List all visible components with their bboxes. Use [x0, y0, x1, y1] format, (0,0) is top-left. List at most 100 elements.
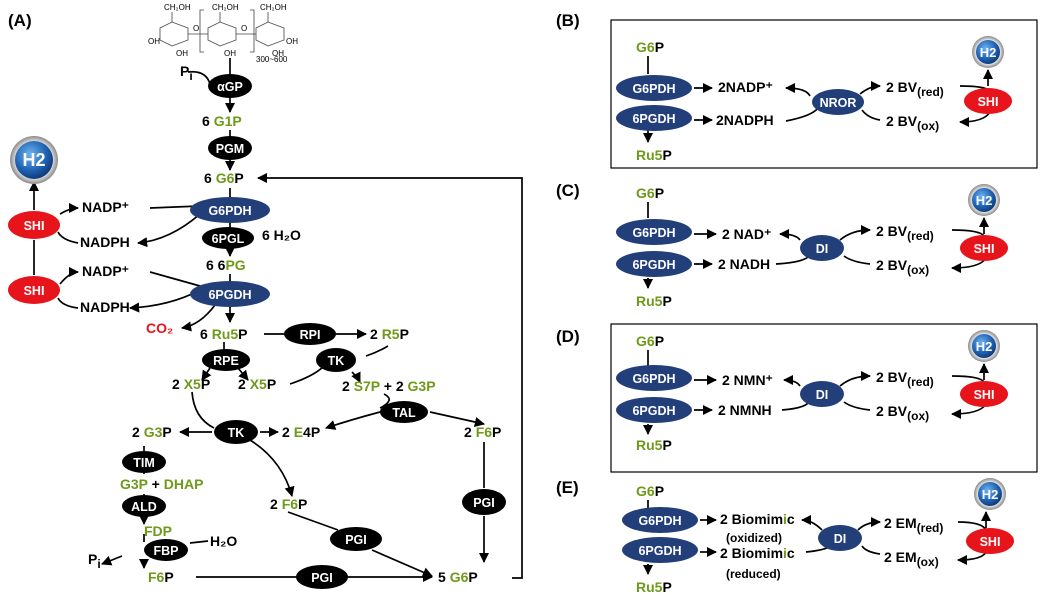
e-hydrogen-icon: H2: [974, 478, 1006, 510]
starch-label: OH: [176, 49, 188, 58]
b-ru5p-label: Ru5P: [636, 147, 672, 163]
arrow: [57, 231, 79, 244]
g3p-dhap-label: G3P + DHAP: [120, 476, 203, 492]
starch-label: CH₂OH: [164, 3, 191, 12]
c-cofactor-red: 2 NADH: [718, 256, 770, 272]
starch-label: O: [241, 24, 247, 33]
panel-label-b: (B): [556, 11, 580, 30]
s7p-g3p-label: 2 S7P + 2 G3P: [342, 378, 436, 394]
nadph-label-2: NADPH: [80, 299, 130, 315]
d-ru5p-label: Ru5P: [636, 437, 672, 453]
c-enzyme-6pgdh: 6PGDH: [616, 251, 692, 277]
starch-label: OH: [224, 49, 236, 58]
svg-text:PGI: PGI: [345, 533, 367, 547]
enzyme-pgi-bottom: PGI: [296, 565, 348, 589]
svg-text:FBP: FBP: [154, 544, 179, 558]
c-ru5p-label: Ru5P: [636, 293, 672, 309]
f6p-mid-label: 2 F6P: [270, 496, 307, 512]
arrow: [325, 411, 381, 430]
phosphate-label: Pi: [180, 63, 193, 83]
arrow: [800, 514, 823, 531]
enzyme-tim: TIM: [122, 451, 166, 473]
e-biomimic-ox: 2 Biomimic: [720, 511, 795, 527]
e-biomimic-red: 2 Biomimic: [720, 545, 795, 561]
e-ru5p-label: Ru5P: [636, 579, 672, 595]
c-enzyme-di: DI: [800, 235, 844, 261]
svg-text:G6PDH: G6PDH: [632, 82, 675, 96]
arrow: [128, 289, 201, 313]
panel-label-d: (D): [556, 327, 580, 346]
e-em-red: 2 EM(red): [884, 515, 943, 535]
e-enzyme-shi: SHI: [966, 528, 1014, 554]
svg-text:6PGDH: 6PGDH: [632, 258, 675, 272]
c-bv-red: 2 BV(red): [876, 223, 934, 243]
c-hydrogen-icon: H2: [968, 184, 1000, 216]
starch-label: O: [193, 24, 199, 33]
d-enzyme-g6pdh: G6PDH: [616, 365, 692, 391]
d-cofactor-red: 2 NMNH: [718, 402, 772, 418]
arrow: [859, 80, 882, 95]
f6p-bottom-label: F6P: [148, 569, 174, 585]
svg-text:DI: DI: [834, 532, 847, 546]
arrow: [861, 545, 881, 555]
svg-text:SHI: SHI: [980, 535, 1001, 549]
svg-text:NROR: NROR: [820, 96, 857, 110]
svg-text:6PGDH: 6PGDH: [632, 404, 675, 418]
svg-text:H2: H2: [980, 45, 997, 60]
arrow: [59, 266, 80, 285]
c-cofactor-ox: 2 NAD⁺: [722, 226, 771, 242]
enzyme-pgm: PGM: [208, 136, 252, 160]
c-enzyme-g6pdh: G6PDH: [616, 219, 692, 245]
arrow: [101, 555, 123, 566]
d-g6p-label: G6P: [636, 333, 664, 349]
svg-text:SHI: SHI: [978, 95, 999, 109]
arrow: [59, 202, 80, 215]
nadp-label: NADP⁺: [82, 199, 129, 215]
nadph-label: NADPH: [80, 234, 130, 250]
arrow: [951, 375, 985, 383]
enzyme-tk-bottom: TK: [214, 420, 258, 444]
svg-text:6PGDH: 6PGDH: [208, 288, 251, 302]
ru5p-label: 6 Ru5P: [200, 326, 247, 342]
enzyme-shi-top: SHI: [8, 211, 60, 239]
d-cofactor-ox: 2 NMN⁺: [722, 372, 773, 388]
c-g6p-label: G6P: [636, 185, 664, 201]
svg-text:TAL: TAL: [392, 406, 416, 420]
svg-text:G6PDH: G6PDH: [638, 514, 681, 528]
b-bv-ox: 2 BV(ox): [886, 113, 939, 133]
starch-label: OH: [272, 49, 284, 58]
arrow: [778, 228, 801, 241]
svg-text:H2: H2: [982, 487, 999, 502]
enzyme-shi-bottom: SHI: [8, 276, 60, 304]
svg-text:6PGDH: 6PGDH: [638, 544, 681, 558]
h2o-label: H₂O: [210, 533, 237, 549]
arrow: [289, 365, 325, 385]
arrow: [287, 511, 339, 531]
enzyme-pgi-right: PGI: [462, 489, 506, 515]
b-bv-red: 2 BV(red): [886, 79, 944, 99]
d-bv-ox: 2 BV(ox): [876, 403, 929, 423]
panel-d-frame: [610, 323, 1038, 473]
arrow: [256, 172, 523, 579]
g3p-label: 2 G3P: [132, 424, 172, 440]
enzyme-6pgdh: 6PGDH: [190, 281, 270, 307]
c-bv-ox: 2 BV(ox): [876, 257, 929, 277]
enzyme-agp: αGP: [208, 74, 252, 98]
r5p-label: 2 R5P: [370, 326, 409, 342]
starch-structure: [159, 9, 285, 53]
svg-text:G6PDH: G6PDH: [208, 204, 251, 218]
panel-a-arrows: [28, 58, 523, 583]
c-enzyme-shi: SHI: [960, 235, 1008, 261]
enzyme-g6pdh: G6PDH: [190, 197, 270, 223]
svg-text:αGP: αGP: [217, 80, 243, 94]
panel-e: G6P G6PDH 6PGDH Ru5P 2 Biomimic (oxidize…: [622, 478, 1014, 595]
d-enzyme-shi: SHI: [960, 381, 1008, 407]
svg-text:6PGDH: 6PGDH: [632, 112, 675, 126]
6pg-label: 6 6PG: [206, 257, 246, 273]
arrow: [180, 304, 216, 332]
arrow: [951, 229, 985, 237]
arrow: [843, 401, 871, 411]
e-g6p-label: G6P: [636, 483, 664, 499]
d-enzyme-6pgdh: 6PGDH: [616, 397, 692, 423]
